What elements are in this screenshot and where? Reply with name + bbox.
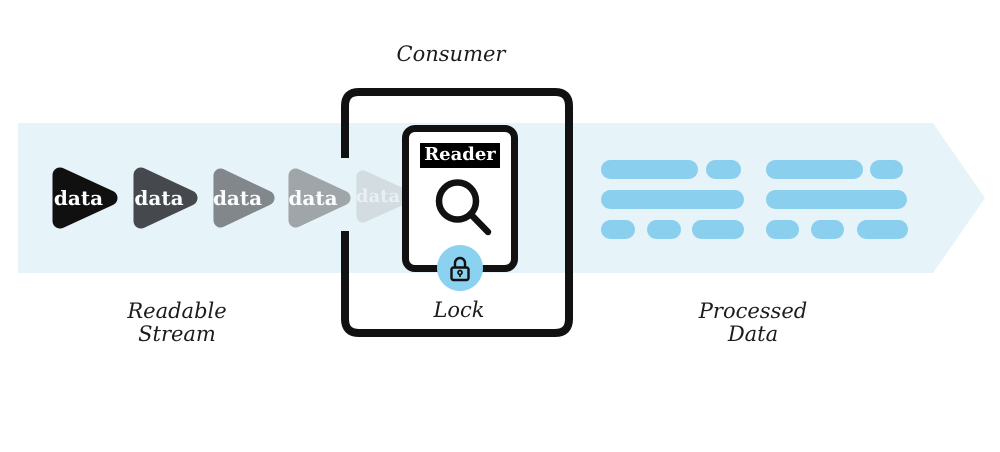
readable-stream-label-line1: Readable (127, 299, 227, 323)
data-packet-label: data (355, 185, 401, 207)
data-packet-label: data (53, 186, 104, 210)
lock-badge (437, 245, 483, 291)
data-packet-label: data (134, 186, 184, 210)
data-packet-triangle (356, 170, 413, 223)
processed-data-bar (870, 160, 903, 179)
processed-data-label-line2: Data (727, 322, 779, 346)
reader-box: Reader (402, 125, 518, 272)
processed-data-label: Processed Data (699, 300, 807, 346)
readable-stream-label: Readable Stream (127, 300, 226, 346)
processed-data-bar (766, 220, 799, 239)
processed-data-bar (647, 220, 681, 239)
processed-data-bar (601, 190, 744, 209)
data-packet-label: data (212, 186, 263, 210)
reader-label: Reader (420, 143, 500, 168)
processed-data-bar (706, 160, 741, 179)
processed-data-bar (766, 160, 863, 179)
data-packet: data (52, 167, 118, 229)
processed-data-label-line1: Processed (698, 299, 808, 323)
processed-data-bar (811, 220, 844, 239)
consumer-box-border (341, 88, 573, 337)
data-packet-triangle (288, 168, 351, 228)
data-packet: data (288, 168, 351, 228)
lock-label: Lock (433, 298, 485, 322)
readable-stream-label-line2: Stream (138, 322, 216, 346)
data-packet: data (133, 167, 198, 229)
processed-data-bar (766, 190, 907, 209)
consumer-box (341, 88, 573, 337)
processed-data-bar (692, 220, 744, 239)
consumer-label: Consumer (396, 42, 506, 66)
data-packet-triangle (213, 168, 275, 228)
data-packet: data (356, 170, 413, 223)
lock-icon (450, 256, 470, 282)
processed-data-bar (601, 160, 698, 179)
processed-data-bar (857, 220, 908, 239)
data-packet-label: data (288, 186, 338, 210)
processed-data-bar (601, 220, 635, 239)
data-packet-triangle (52, 167, 118, 229)
magnifier-icon (435, 179, 492, 236)
data-packet: data (213, 168, 275, 228)
data-packet-triangle (133, 167, 198, 229)
